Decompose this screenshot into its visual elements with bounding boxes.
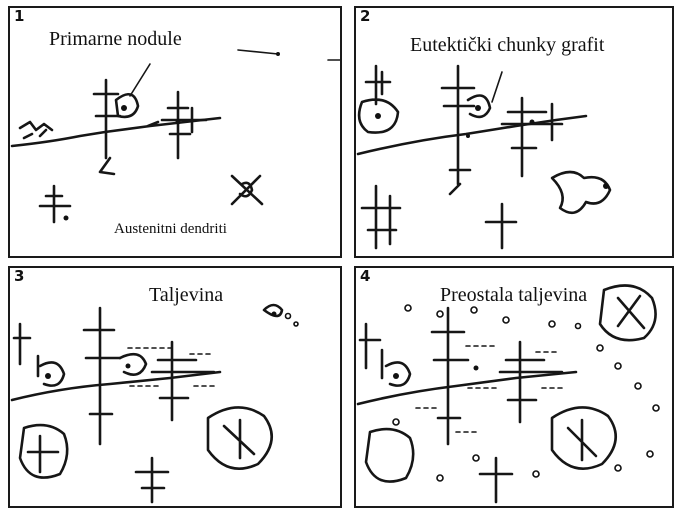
label-primarne-nodule: Primarne nodule bbox=[49, 28, 182, 50]
panel-2-number: 2 bbox=[360, 7, 371, 25]
panel-4-number: 4 bbox=[360, 267, 371, 285]
label-taljevina: Taljevina bbox=[149, 284, 224, 306]
label-preostala-taljevina: Preostala taljevina bbox=[440, 284, 588, 306]
panel-4-drawing bbox=[356, 284, 660, 504]
panel-1-drawing bbox=[10, 49, 340, 224]
panel-4: 4 Preostala taljevina bbox=[354, 266, 674, 508]
panel-2: 2 Eutektički chunky grafit bbox=[354, 6, 674, 258]
label-eutekticki-chunky-grafit: Eutektički chunky grafit bbox=[410, 34, 605, 56]
panel-2-drawing bbox=[356, 64, 612, 250]
panel-3-number: 3 bbox=[14, 267, 25, 285]
panel-1-number: 1 bbox=[14, 7, 25, 25]
panel-3: 3 Taljevina bbox=[8, 266, 342, 508]
panel-3-drawing bbox=[10, 303, 299, 504]
label-austenitni-dendriti: Austenitni dendriti bbox=[114, 221, 227, 237]
panel-1: 1 Primarne nodule Austenitni dendriti bbox=[8, 6, 342, 258]
